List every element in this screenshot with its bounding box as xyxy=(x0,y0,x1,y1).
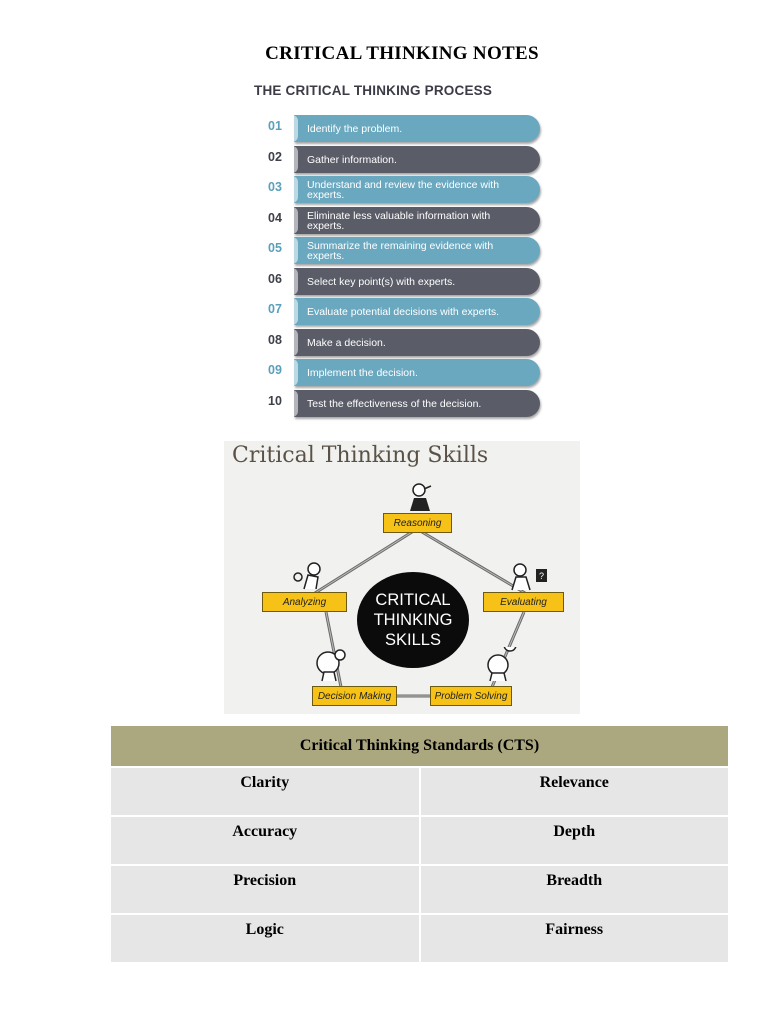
process-step: 06 Select key point(s) with experts. xyxy=(244,268,566,296)
step-bar: Make a decision. xyxy=(290,329,540,356)
table-cell: Depth xyxy=(419,815,728,865)
step-text: Understand and review the evidence with … xyxy=(307,178,500,201)
problem-solving-person-icon xyxy=(487,647,517,682)
process-step: 03 Understand and review the evidence wi… xyxy=(244,176,566,204)
critical-thinking-process-infographic: THE CRITICAL THINKING PROCESS 01 Identif… xyxy=(244,68,566,420)
table-row: Logic Fairness xyxy=(111,913,728,962)
center-circle: CRITICAL THINKING SKILLS xyxy=(357,572,469,668)
table-cell: Logic xyxy=(111,913,421,962)
table-row: Accuracy Depth xyxy=(111,815,728,865)
process-step: 05 Summarize the remaining evidence with… xyxy=(244,237,566,265)
skill-analyzing: Analyzing xyxy=(262,592,347,612)
step-text: Eliminate less valuable information with… xyxy=(307,209,491,232)
step-text: Summarize the remaining evidence with ex… xyxy=(307,239,494,262)
step-bar: Implement the decision. xyxy=(290,359,540,386)
skill-problem-solving: Problem Solving xyxy=(430,686,512,706)
process-step: 08 Make a decision. xyxy=(244,329,566,357)
process-step: 02 Gather information. xyxy=(244,146,566,174)
analyzing-person-icon xyxy=(293,562,321,590)
table-cell: Precision xyxy=(111,864,421,914)
step-bar: Evaluate potential decisions with expert… xyxy=(290,298,540,325)
step-number: 06 xyxy=(268,272,282,286)
step-text: Test the effectiveness of the decision. xyxy=(307,397,482,410)
step-bar: Identify the problem. xyxy=(290,115,540,142)
standards-table: Critical Thinking Standards (CTS) Clarit… xyxy=(111,726,728,962)
svg-text:?: ? xyxy=(539,571,544,581)
decision-making-person-icon xyxy=(316,649,346,682)
document-title: CRITICAL THINKING NOTES xyxy=(265,43,539,64)
evaluating-person-icon: ? xyxy=(511,563,547,591)
step-bar: Test the effectiveness of the decision. xyxy=(290,390,540,417)
step-text: Implement the decision. xyxy=(307,366,418,379)
skills-title: Critical Thinking Skills xyxy=(232,443,489,468)
process-step: 09 Implement the decision. xyxy=(244,359,566,387)
step-number: 07 xyxy=(268,302,282,316)
step-bar: Gather information. xyxy=(290,146,540,173)
step-number: 05 xyxy=(268,241,282,255)
process-heading: THE CRITICAL THINKING PROCESS xyxy=(254,83,493,98)
step-bar: Eliminate less valuable information with… xyxy=(290,207,540,234)
step-bar: Summarize the remaining evidence with ex… xyxy=(290,237,540,264)
skill-evaluating: Evaluating xyxy=(483,592,564,612)
critical-thinking-skills-diagram: Critical Thinking Skills ? xyxy=(224,441,580,714)
step-number: 03 xyxy=(268,180,282,194)
step-bar: Understand and review the evidence with … xyxy=(290,176,540,203)
thinking-person-icon xyxy=(410,483,432,511)
table-cell: Accuracy xyxy=(111,815,421,865)
step-text: Identify the problem. xyxy=(307,122,403,135)
table-cell: Relevance xyxy=(419,766,728,816)
table-cell: Fairness xyxy=(419,913,728,962)
step-number: 04 xyxy=(268,211,282,225)
step-bar: Select key point(s) with experts. xyxy=(290,268,540,295)
step-text: Evaluate potential decisions with expert… xyxy=(307,305,500,318)
step-number: 01 xyxy=(268,119,282,133)
step-text: Gather information. xyxy=(307,153,397,166)
process-step: 01 Identify the problem. xyxy=(244,115,566,143)
step-number: 08 xyxy=(268,333,282,347)
table-row: Precision Breadth xyxy=(111,864,728,914)
table-row: Clarity Relevance xyxy=(111,766,728,816)
step-number: 09 xyxy=(268,363,282,377)
standards-header: Critical Thinking Standards (CTS) xyxy=(111,726,728,767)
center-label: CRITICAL THINKING SKILLS xyxy=(373,591,453,649)
step-number: 02 xyxy=(268,150,282,164)
table-cell: Clarity xyxy=(111,766,421,816)
step-text: Select key point(s) with experts. xyxy=(307,275,456,288)
step-number: 10 xyxy=(268,394,282,408)
skill-reasoning: Reasoning xyxy=(383,513,452,533)
process-step: 10 Test the effectiveness of the decisio… xyxy=(244,390,566,418)
table-cell: Breadth xyxy=(419,864,728,914)
process-step: 04 Eliminate less valuable information w… xyxy=(244,207,566,235)
skill-decision-making: Decision Making xyxy=(312,686,397,706)
step-text: Make a decision. xyxy=(307,336,386,349)
process-step: 07 Evaluate potential decisions with exp… xyxy=(244,298,566,326)
